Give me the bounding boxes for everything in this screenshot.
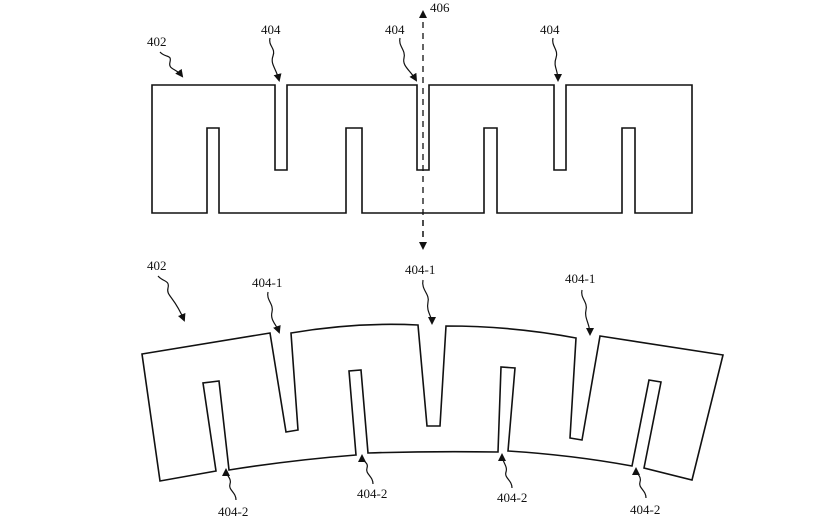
leader-bottom-404-2-b (358, 454, 374, 485)
leader-top-402 (159, 51, 184, 78)
leader-bottom-404-2-a (222, 468, 237, 501)
label-bottom-404-1-a: 404-1 (252, 275, 282, 290)
label-top-404-c: 404 (540, 22, 560, 37)
leader-top-404-1 (269, 37, 282, 82)
bottom-serpentine-body (141, 323, 724, 482)
leader-bottom-404-1-b (422, 279, 436, 325)
label-bottom-404-1-b: 404-1 (405, 262, 435, 277)
label-bottom-404-2-c: 404-2 (497, 490, 527, 505)
leader-bottom-404-1-c (581, 289, 594, 336)
label-axis-406: 406 (430, 0, 450, 15)
label-bottom-404-2-a: 404-2 (218, 504, 248, 519)
label-bottom-404-1-c: 404-1 (565, 271, 595, 286)
leader-bottom-404-1-a (267, 291, 281, 334)
label-bottom-402: 402 (147, 258, 167, 273)
leader-bottom-404-2-d (632, 467, 647, 499)
label-bottom-404-2-b: 404-2 (357, 486, 387, 501)
label-top-404-a: 404 (261, 22, 281, 37)
top-serpentine-body (151, 84, 693, 214)
leader-bottom-402 (157, 275, 186, 322)
leader-top-404-3 (552, 37, 562, 82)
label-bottom-404-2-d: 404-2 (630, 502, 660, 517)
label-top-402: 402 (147, 34, 167, 49)
leader-bottom-404-2-c (498, 453, 513, 489)
leader-top-404-2 (399, 37, 418, 82)
label-top-404-b: 404 (385, 22, 405, 37)
